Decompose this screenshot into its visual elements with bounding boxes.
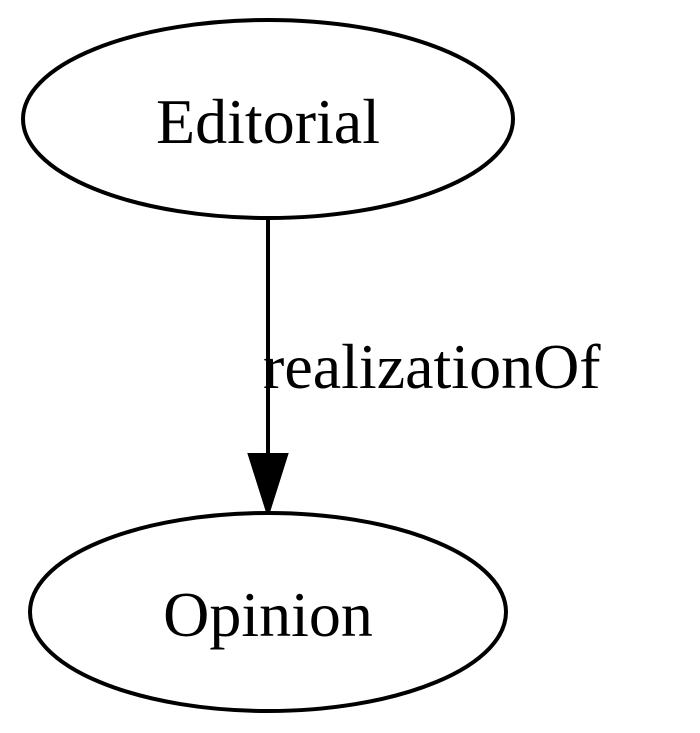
edge-editorial-opinion: realizationOf [247, 218, 601, 519]
edge-label-realizationof: realizationOf [263, 331, 601, 402]
node-opinion-label: Opinion [163, 579, 373, 650]
node-opinion[interactable]: Opinion [28, 511, 508, 713]
node-opinion-shape [28, 511, 508, 713]
edge-arrowhead [247, 453, 289, 519]
node-editorial-label: Editorial [156, 86, 380, 157]
node-editorial[interactable]: Editorial [21, 18, 515, 220]
